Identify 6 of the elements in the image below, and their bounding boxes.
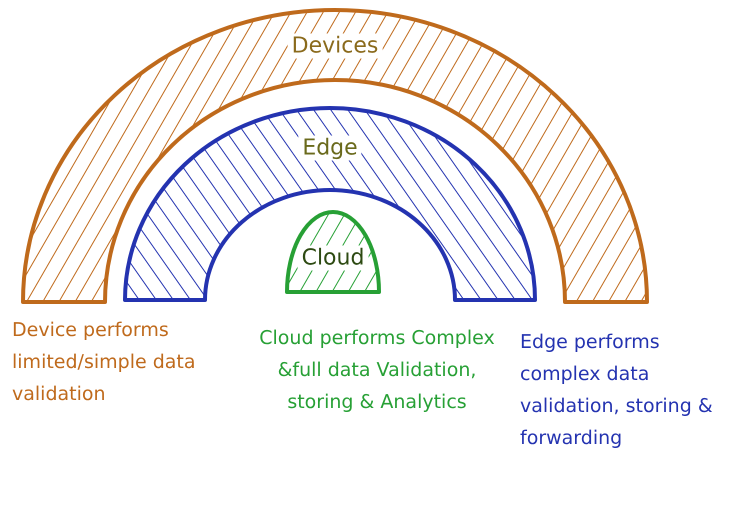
layer-label: Devices bbox=[288, 34, 382, 58]
description-text: Edge performs complex data validation, storing & forwarding bbox=[520, 330, 714, 451]
description-text: Device performs limited/simple data validation bbox=[12, 318, 196, 407]
description-text: Cloud performs Complex &full data Validation, storing & Analytics bbox=[258, 326, 496, 415]
layer-label: Edge bbox=[298, 136, 362, 160]
layer-label: Cloud bbox=[298, 246, 368, 270]
